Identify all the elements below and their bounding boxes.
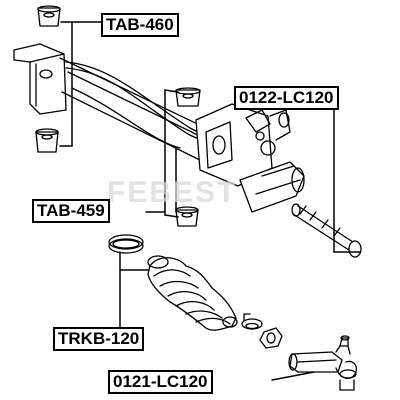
inner-tie-rod [291,203,362,258]
label-0121-lc120: 0121-LC120 [108,370,213,394]
label-0122-lc120: 0122-LC120 [234,86,339,110]
boot-small-clamp [241,313,263,330]
label-tab-459: TAB-459 [32,199,110,223]
tab-460-bushing-top [37,5,61,27]
tab-459-bushing-top [175,87,201,107]
leader-lines [59,21,361,381]
label-tab-460: TAB-460 [101,13,179,37]
boot-clamp [108,234,144,254]
outer-tie-rod-end [288,335,358,391]
tab-460-bushing-bottom [35,128,59,153]
steering-boot [147,255,238,331]
lock-nut [259,327,283,349]
steering-rack-housing [13,43,305,213]
brand-watermark: FEBEST [107,176,238,209]
tab-459-bushing-bottom [175,206,199,227]
label-trkb-120: TRKB-120 [53,327,145,351]
